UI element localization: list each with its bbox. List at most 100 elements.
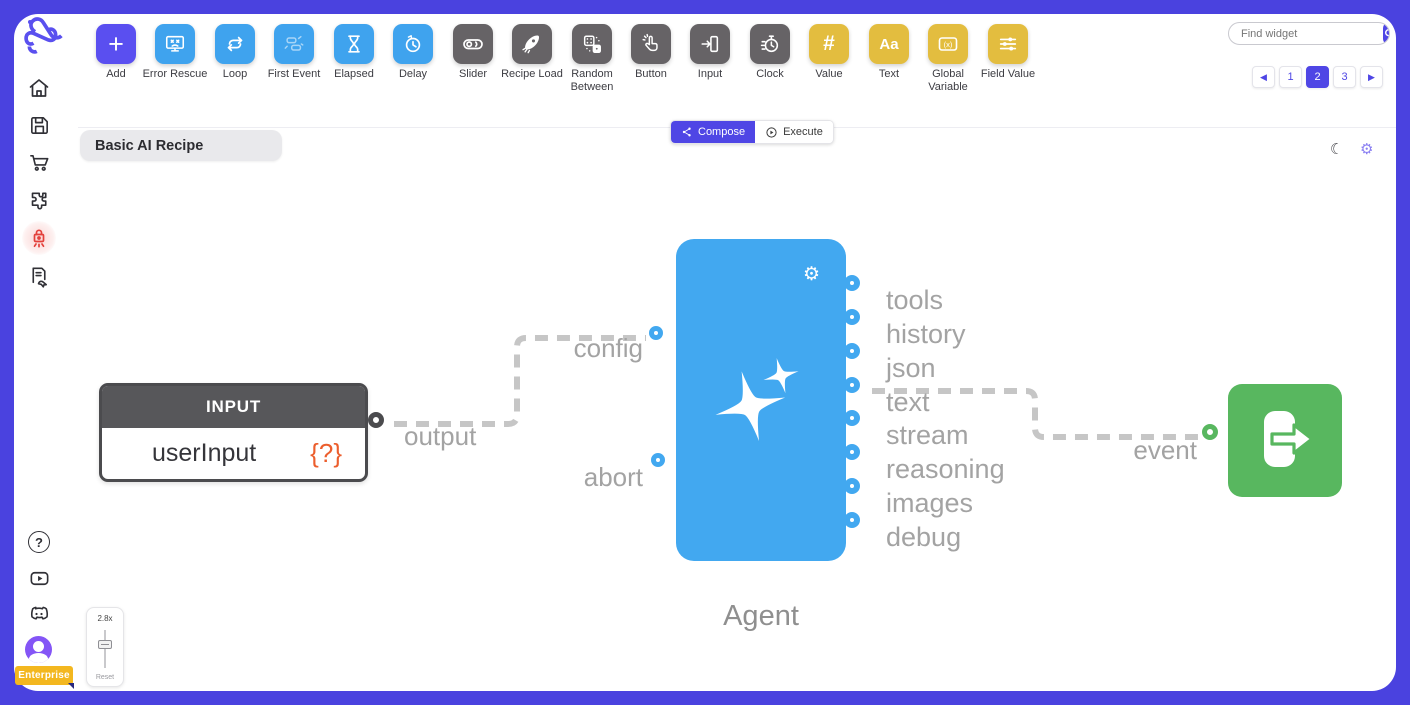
input-node-field[interactable]: userInput (152, 439, 257, 467)
agent-history-port[interactable] (844, 309, 860, 325)
widget-random-between-button[interactable] (572, 24, 612, 64)
event-input-port[interactable] (1202, 424, 1218, 440)
text-port-label: text (886, 387, 930, 417)
recipe-tab[interactable]: Basic AI Recipe (80, 130, 282, 161)
dice-icon (583, 35, 601, 53)
page-next-button[interactable]: ▶ (1360, 66, 1383, 88)
wire-text-to-event[interactable] (872, 388, 1200, 440)
input-node[interactable]: INPUT userInput {?} (99, 383, 368, 482)
sparkles-icon (715, 358, 799, 441)
hourglass-icon (348, 35, 360, 53)
slider-toggle-icon (463, 39, 483, 50)
widget-button-button[interactable] (631, 24, 671, 64)
plus-icon: + (108, 28, 124, 59)
sidebar-item-store[interactable] (26, 149, 52, 175)
tools-port-label: tools (886, 285, 944, 315)
cart-icon (29, 154, 48, 171)
widget-loop-button[interactable] (215, 24, 255, 64)
find-widget-search (1228, 22, 1390, 45)
page-3-button[interactable]: 3 (1333, 66, 1356, 88)
search-input[interactable] (1229, 27, 1383, 40)
execute-button[interactable]: Execute (755, 121, 833, 143)
canvas-settings-button[interactable]: ⚙ (1360, 140, 1373, 158)
widget-clock-button[interactable] (750, 24, 790, 64)
error-monitor-icon (165, 35, 185, 52)
input-node-type-badge[interactable]: {?} (310, 438, 342, 468)
app-logo[interactable] (22, 12, 66, 62)
event-output-icon (1264, 410, 1314, 467)
widget-label: Elapsed (334, 68, 374, 80)
agent-images-port[interactable] (844, 478, 860, 494)
zoom-slider-track[interactable] (104, 630, 106, 668)
widget-field-value-button[interactable] (988, 24, 1028, 64)
stream-port-label: stream (886, 420, 969, 450)
compose-button[interactable]: Compose (671, 121, 756, 143)
avatar-head (33, 641, 44, 652)
agent-config-port[interactable] (649, 326, 663, 340)
widget-label: Random Between (570, 68, 614, 93)
widget-text-button[interactable]: Aa (869, 24, 909, 64)
zoom-reset-button[interactable]: Reset (95, 674, 115, 681)
agent-node[interactable]: ⚙ (676, 239, 846, 561)
user-avatar[interactable] (25, 636, 52, 663)
wire-output-to-config[interactable] (394, 335, 646, 427)
reasoning-port-label: reasoning (886, 454, 1005, 484)
widget-first-event-button[interactable] (274, 24, 314, 64)
widget-elapsed-button[interactable] (334, 24, 374, 64)
widget-label: Recipe Load (501, 68, 563, 80)
sidebar-item-plugins[interactable] (26, 186, 52, 212)
compose-label: Compose (698, 126, 746, 138)
gear-icon: ⚙ (1360, 141, 1374, 158)
zoom-slider-handle[interactable] (98, 640, 112, 649)
widget-delay-button[interactable] (393, 24, 433, 64)
widget-error-rescue-button[interactable] (155, 24, 195, 64)
sidebar-item-save[interactable] (26, 112, 52, 138)
dark-mode-toggle[interactable]: ☾ (1330, 140, 1343, 158)
widget-input-button[interactable] (690, 24, 730, 64)
agent-abort-port[interactable] (651, 453, 665, 467)
widget-label: Text (878, 68, 900, 80)
debug-port-label: debug (886, 522, 962, 552)
document-hand-icon (31, 267, 47, 288)
agent-reasoning-port[interactable] (844, 444, 860, 460)
sidebar-item-security[interactable] (26, 224, 52, 250)
widget-global-variable-button[interactable]: (x) (928, 24, 968, 64)
enterprise-badge-corner (68, 683, 74, 689)
sidebar-item-videos[interactable] (26, 565, 52, 591)
input-node-output-port[interactable] (368, 412, 384, 428)
sidebar-item-help[interactable]: ? (26, 529, 52, 555)
save-icon (30, 116, 48, 134)
sidebar-item-discord[interactable] (26, 601, 52, 627)
sidebar-item-license[interactable] (26, 263, 52, 289)
logo-icon (24, 17, 63, 54)
page-2-button[interactable]: 2 (1306, 66, 1329, 88)
compose-icon (682, 127, 691, 137)
rocket-icon (522, 35, 540, 54)
svg-text:(x): (x) (944, 40, 953, 49)
agent-debug-port[interactable] (844, 512, 860, 528)
agent-stream-port[interactable] (844, 410, 860, 426)
abort-port-label: abort (583, 462, 643, 492)
widget-recipe-load-button[interactable] (512, 24, 552, 64)
moon-icon: ☾ (1330, 141, 1344, 158)
widget-label: Field Value (980, 68, 1036, 80)
agent-text-port[interactable] (844, 377, 860, 393)
lock-icon (33, 229, 45, 248)
widget-add-button[interactable]: + (96, 24, 136, 64)
event-output-node[interactable] (1228, 384, 1342, 497)
widget-label: First Event (267, 68, 321, 80)
agent-json-port[interactable] (844, 343, 860, 359)
page-1-button[interactable]: 1 (1279, 66, 1302, 88)
home-icon (29, 79, 49, 97)
sidebar-item-home[interactable] (26, 75, 52, 101)
widget-value-button[interactable]: # (809, 24, 849, 64)
stopwatch-icon (760, 35, 779, 53)
field-sliders-icon (999, 37, 1017, 51)
agent-tools-port[interactable] (844, 275, 860, 291)
widget-label: Input (697, 68, 723, 80)
page-prev-button[interactable]: ◀ (1252, 66, 1275, 88)
help-icon: ? (28, 531, 50, 553)
agent-settings-icon[interactable]: ⚙ (802, 264, 820, 285)
widget-slider-button[interactable] (453, 24, 493, 64)
